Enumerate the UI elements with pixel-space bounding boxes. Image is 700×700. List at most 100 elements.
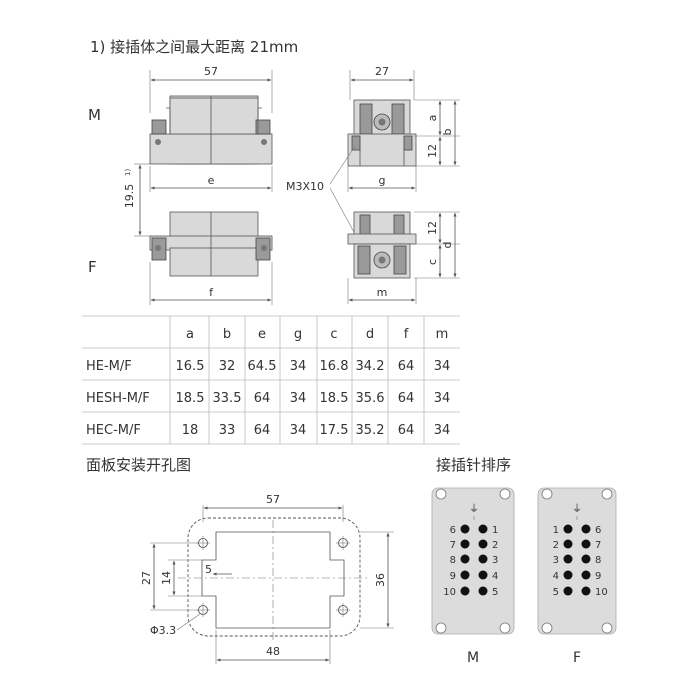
table-cell: 16.8	[320, 359, 349, 374]
dim-12-bottom: 12	[426, 221, 439, 235]
table-header-b: b	[223, 327, 231, 342]
table-cell: HESH-M/F	[86, 391, 150, 406]
table-cell: 64.5	[248, 359, 277, 374]
dim-height-group: 19.5 1)	[123, 163, 150, 237]
dim-36-panel: 36	[374, 573, 387, 587]
end-view-male: 27 a b 12 g	[347, 65, 460, 192]
pin-number: 10	[595, 587, 608, 598]
table-header-m: m	[436, 327, 449, 342]
pin-number: 2	[553, 540, 559, 551]
dim-g: g	[379, 174, 386, 187]
end-view-female: 12 d c m	[347, 211, 460, 304]
dim-27-end: 27	[375, 65, 389, 78]
pin-number: 6	[595, 525, 601, 536]
panel-cutout-drawing: 57 27 14 5 36 48 Φ3.3	[140, 493, 394, 664]
table-cell: 35.6	[356, 391, 385, 406]
table-cell: 34	[290, 423, 307, 438]
dim-57-panel: 57	[266, 493, 280, 506]
table-cell: 35.2	[356, 423, 385, 438]
dim-height: 19.5	[123, 184, 136, 209]
pin-number: 4	[492, 571, 498, 582]
pin-number: 2	[492, 540, 498, 551]
table-header-a: a	[186, 327, 194, 342]
ground-symbol-male: ⏚	[469, 503, 479, 515]
pin-number: 10	[443, 587, 456, 598]
dimension-table	[82, 315, 460, 445]
dim-48-panel: 48	[266, 645, 280, 658]
dim-d: d	[441, 242, 454, 249]
dim-f-side: f	[209, 286, 214, 299]
table-row: HESH-M/F 18.5 33.5 64 34 18.5 35.6 64 34	[86, 391, 450, 406]
dim-12-top: 12	[426, 144, 439, 158]
table-cell: 64	[398, 423, 415, 438]
table-cell: 16.5	[176, 359, 205, 374]
pin-number: 8	[595, 555, 601, 566]
table-cell: 34	[434, 391, 451, 406]
table-cell: 34	[290, 359, 307, 374]
pin-label-female: F	[573, 650, 581, 666]
pin-number: 7	[450, 540, 456, 551]
pin-number: 1	[553, 525, 559, 536]
table-cell: 34	[434, 359, 451, 374]
dim-27-panel: 27	[140, 571, 153, 585]
label-male-side: M	[88, 106, 101, 124]
screw-callout: M3X10	[286, 145, 356, 235]
table-cell: 17.5	[320, 423, 349, 438]
dim-b: b	[441, 128, 454, 135]
ground-symbol-female: ⏚	[572, 503, 582, 515]
table-cell: HEC-M/F	[86, 423, 141, 438]
panel-title: 面板安装开孔图	[86, 456, 191, 474]
pin-number: 9	[595, 571, 601, 582]
table-cell: 18.5	[176, 391, 205, 406]
pin-number: 7	[595, 540, 601, 551]
pin-number: 5	[492, 587, 498, 598]
pin-face-male: ⏚ 6 7 8 9 10 1 2 3 4 5	[431, 487, 515, 635]
pin-number: 1	[492, 525, 498, 536]
table-header-d: d	[366, 327, 374, 342]
dim-height-note: 1)	[124, 169, 132, 176]
side-view-female: f	[149, 211, 273, 305]
table-cell: 64	[254, 423, 271, 438]
table-header-g: g	[294, 327, 302, 342]
pin-number: 3	[492, 555, 498, 566]
table-cell: 33	[219, 423, 236, 438]
screw-label: M3X10	[286, 180, 324, 193]
label-female-side: F	[88, 258, 97, 276]
dim-c: c	[426, 259, 439, 265]
table-cell: 18.5	[320, 391, 349, 406]
table-header-row: a b e g c d f m	[186, 327, 448, 342]
dim-5-panel: 5	[205, 563, 212, 576]
pin-number: 8	[450, 555, 456, 566]
pin-number: 6	[450, 525, 456, 536]
table-row: HEC-M/F 18 33 64 34 17.5 35.2 64 34	[86, 423, 450, 438]
table-cell: 64	[398, 359, 415, 374]
pin-label-male: M	[467, 650, 479, 666]
dim-a: a	[426, 115, 439, 122]
pin-number: 9	[450, 571, 456, 582]
table-cell: 34	[290, 391, 307, 406]
table-cell: 18	[182, 423, 199, 438]
table-cell: 32	[219, 359, 236, 374]
table-cell: 64	[398, 391, 415, 406]
pin-number: 4	[553, 571, 559, 582]
table-header-e: e	[258, 327, 266, 342]
table-cell: HE-M/F	[86, 359, 132, 374]
header-title: 1) 接插体之间最大距离 21mm	[90, 38, 298, 56]
dim-14-panel: 14	[160, 571, 173, 585]
pin-number: 3	[553, 555, 559, 566]
dim-hole-panel: Φ3.3	[150, 624, 176, 637]
table-cell: 33.5	[213, 391, 242, 406]
dim-e-side: e	[208, 174, 215, 187]
dim-57-side: 57	[204, 65, 218, 78]
pin-number: 5	[553, 587, 559, 598]
table-cell: 34	[434, 423, 451, 438]
table-cell: 34.2	[356, 359, 385, 374]
table-header-f: f	[404, 327, 409, 342]
table-header-c: c	[330, 327, 337, 342]
pin-face-female: ⏚ 1 2 3 4 5 6 7 8 9 10	[537, 487, 617, 635]
table-row: HE-M/F 16.5 32 64.5 34 16.8 34.2 64 34	[86, 359, 450, 374]
pins-title: 接插针排序	[436, 456, 511, 474]
table-cell: 64	[254, 391, 271, 406]
